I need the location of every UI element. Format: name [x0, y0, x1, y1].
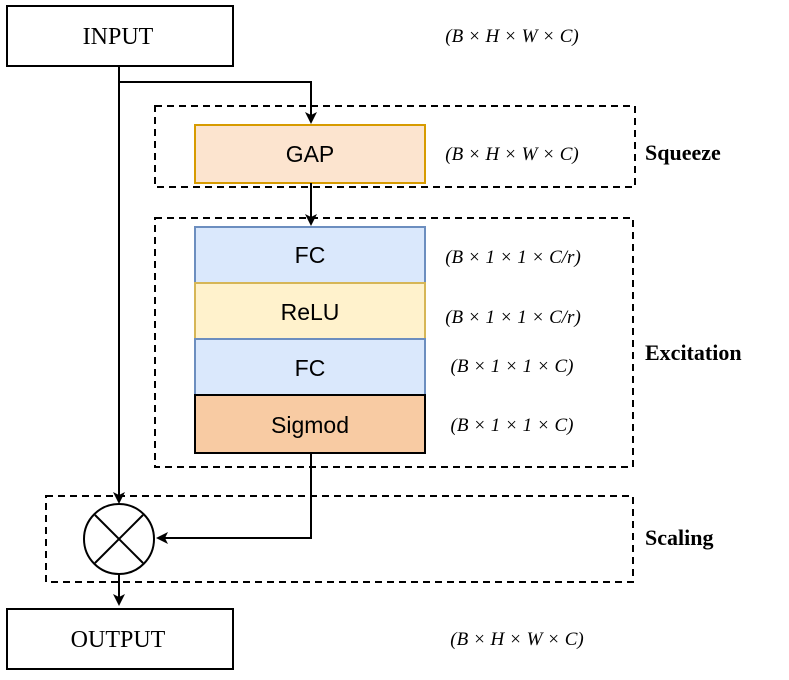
- excitation-label: Excitation: [645, 340, 742, 365]
- sigmoid-box: [194, 394, 426, 454]
- gap-label: GAP: [286, 141, 335, 167]
- fc1-label: FC: [295, 242, 326, 268]
- fc2-label: FC: [295, 355, 326, 381]
- sigmoid-to-multiply-arrow: [156, 453, 312, 544]
- relu-label: ReLU: [281, 299, 340, 325]
- fc2-shape: (B × 1 × 1 × C): [451, 356, 574, 377]
- fc2-box: [194, 338, 426, 396]
- relu-shape: (B × 1 × 1 × C/r): [445, 307, 581, 328]
- input-shape: (B × H × W × C): [445, 26, 578, 47]
- gap-shape: (B × H × W × C): [445, 144, 578, 165]
- fc1-shape: (B × 1 × 1 × C/r): [445, 247, 581, 268]
- sigmoid-shape: (B × 1 × 1 × C): [451, 415, 574, 436]
- scaling-label: Scaling: [645, 525, 713, 550]
- excitation-frame: [154, 217, 634, 468]
- input-box: [6, 5, 234, 67]
- output-box: [6, 608, 234, 670]
- sigmoid-label: Sigmod: [271, 412, 349, 438]
- output-label: OUTPUT: [71, 627, 166, 653]
- input-to-gap-arrow: [118, 66, 317, 124]
- squeeze-frame: [154, 105, 636, 188]
- squeeze-label: Squeeze: [645, 140, 721, 165]
- fc1-box: [194, 226, 426, 284]
- multiply-cross-b: [94, 514, 144, 564]
- scaling-frame: [45, 495, 634, 583]
- output-shape: (B × H × W × C): [450, 629, 583, 650]
- input-label: INPUT: [83, 24, 154, 50]
- relu-box: [194, 282, 426, 340]
